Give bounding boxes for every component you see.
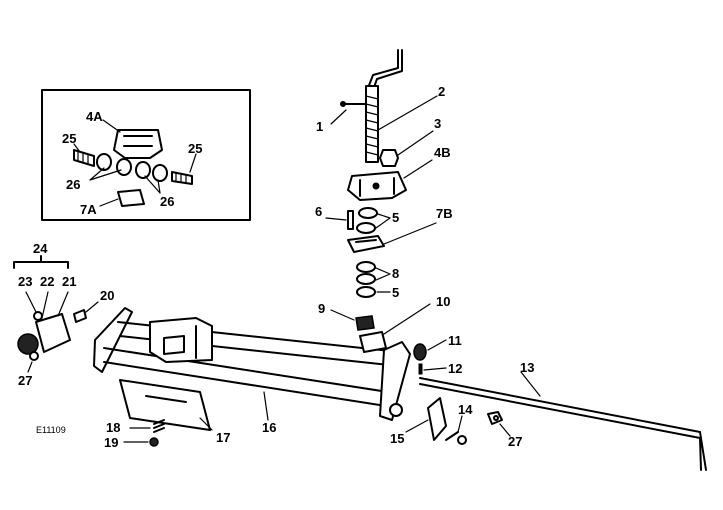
callout-23: 23	[18, 274, 32, 289]
inset-detail: 4A 25 26 26 25 7A	[41, 89, 251, 221]
inset-pin-right	[171, 171, 193, 185]
inset-washer	[152, 164, 168, 182]
block-17	[119, 379, 211, 431]
washer	[356, 261, 376, 273]
nut-11	[413, 343, 427, 361]
block-7b	[347, 235, 385, 253]
callout-20: 20	[100, 288, 114, 303]
figure-id: E11109	[36, 425, 66, 435]
callout-3: 3	[434, 116, 441, 131]
callout-9: 9	[318, 301, 325, 316]
callout-15: 15	[390, 431, 404, 446]
fitting-10	[359, 331, 387, 353]
screw-23	[33, 311, 43, 321]
callout-4a: 4A	[86, 109, 103, 124]
knob-group: 24 23 22 21 27 20	[13, 241, 114, 388]
callout-16: 16	[262, 420, 276, 435]
callout-17: 17	[216, 430, 230, 445]
callout-25: 25	[62, 131, 76, 146]
callout-14: 14	[458, 402, 473, 417]
callout-11: 11	[448, 333, 462, 348]
callout-8: 8	[392, 266, 399, 281]
callout-1: 1	[316, 119, 323, 134]
rod-assembly: 13	[419, 360, 707, 471]
spring-18	[153, 419, 165, 433]
crank-handle	[367, 49, 399, 89]
adjusting-screw-assembly: 1 2 3 4B 6 5 7B 8 5	[315, 49, 453, 300]
callout-26: 26	[160, 194, 174, 209]
inset-washer	[116, 158, 132, 176]
washer	[356, 222, 376, 234]
pin-6	[347, 210, 354, 230]
inset-washer	[96, 153, 112, 171]
nut-27-left	[29, 351, 39, 361]
callout-2: 2	[438, 84, 445, 99]
lever-15	[427, 397, 447, 441]
knob-plate-21	[35, 313, 71, 353]
callout-12: 12	[448, 361, 462, 376]
callout-7a: 7A	[80, 202, 97, 217]
callout-27: 27	[18, 373, 32, 388]
inset-block-7a	[117, 189, 145, 207]
inset-frame	[41, 89, 251, 221]
callout-25: 25	[188, 141, 202, 156]
ball-19	[149, 437, 159, 447]
inset-bracket-4a	[113, 129, 163, 159]
callout-19: 19	[104, 435, 118, 450]
callout-4b: 4B	[434, 145, 451, 160]
right-end-plate	[379, 341, 411, 421]
callout-22: 22	[40, 274, 54, 289]
left-end-plate	[93, 307, 133, 373]
callout-7b: 7B	[436, 206, 453, 221]
inset-pin-left	[73, 149, 95, 167]
washer	[358, 207, 378, 219]
callout-18: 18	[106, 420, 120, 435]
washer	[356, 273, 376, 285]
knob-22	[17, 333, 39, 355]
callout-5: 5	[392, 210, 399, 225]
washer	[356, 286, 376, 298]
coupler-9	[355, 315, 375, 331]
callout-10: 10	[436, 294, 450, 309]
callout-24: 24	[33, 241, 48, 256]
inset-washer	[135, 161, 151, 179]
rod-13	[419, 377, 701, 433]
main-frame-assembly: 9 10 11 12 16	[93, 294, 462, 435]
screw-20	[73, 309, 87, 323]
nut	[379, 149, 399, 167]
callout-27: 27	[508, 434, 522, 449]
callout-26: 26	[66, 177, 80, 192]
saddle-block	[149, 317, 213, 363]
bolt-14	[457, 435, 467, 445]
callout-5: 5	[392, 285, 399, 300]
pin-12	[418, 363, 423, 375]
callout-21: 21	[62, 274, 76, 289]
callout-6: 6	[315, 204, 322, 219]
lower-parts: 17 18 19 15 14 27	[104, 379, 522, 450]
callout-13: 13	[520, 360, 534, 375]
